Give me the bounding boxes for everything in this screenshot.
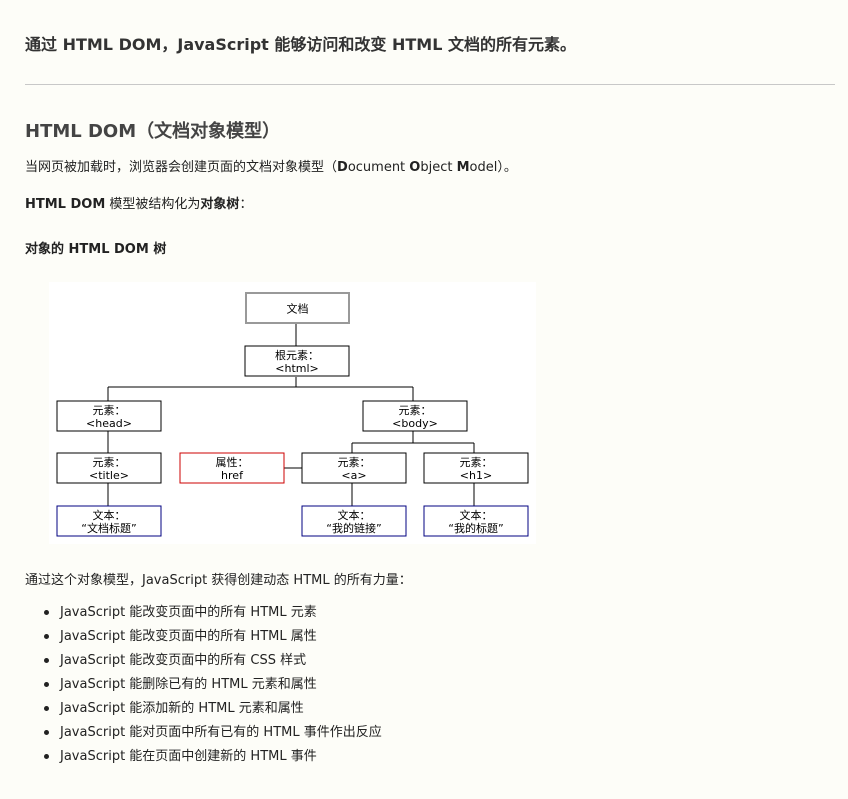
node-h1-line2: <h1> [460,469,492,482]
list-item: JavaScript 能改变页面中的所有 HTML 元素 [25,604,382,628]
node-head-box [56,400,162,432]
node-text-title-box [56,505,162,537]
load-text-before: 当网页被加载时，浏览器会创建页面的文档对象模型（ [25,160,338,175]
intro-text: 通过 HTML DOM，JavaScript 能够访问和改变 HTML 文档的所… [25,35,576,54]
word-bject: bject [420,160,457,175]
node-attribute-line2: href [221,469,244,482]
node-text-heading-line2: “我的标题” [448,521,503,535]
node-text-link-line1: 文本： [338,508,371,522]
node-body-line2: <body> [392,417,438,430]
list-item: JavaScript 能添加新的 HTML 元素和属性 [25,700,382,724]
node-a-line1: 元素： [338,456,371,469]
load-text-after: ）。 [497,160,517,175]
node-h1-box [423,452,529,484]
node-root-box [244,345,350,377]
structure-strong-start: HTML DOM [25,197,106,212]
node-a-line2: <a> [341,469,366,482]
node-body-line1: 元素： [399,404,432,417]
node-text-heading-line1: 文本： [460,508,493,522]
node-text-title-line2: “文档标题” [81,521,136,535]
node-root-line2: <html> [275,362,319,375]
node-text-link-line2: “我的链接” [326,521,381,535]
node-body-box [362,400,468,432]
section-title: HTML DOM（文档对象模型） [25,121,281,142]
node-text-heading: 文本： “我的标题” [423,505,529,537]
node-document: 文档 [245,292,350,324]
structure-colon: ： [239,197,253,212]
list-item: JavaScript 能对页面中所有已有的 HTML 事件作出反应 [25,724,382,748]
capability-list: JavaScript 能改变页面中的所有 HTML 元素 JavaScript … [25,604,382,772]
tree-connectors [107,323,475,506]
node-head: 元素： <head> [56,400,162,432]
list-item: JavaScript 能在页面中创建新的 HTML 事件 [25,748,382,772]
list-item: JavaScript 能改变页面中的所有 HTML 属性 [25,628,382,652]
letter-m: M [456,160,470,175]
node-h1: 元素： <h1> [423,452,529,484]
node-text-title-line1: 文本： [93,508,126,522]
node-title-box [56,452,162,484]
node-h1-line1: 元素： [460,456,493,469]
node-body: 元素： <body> [362,400,468,432]
word-odel: odel [469,160,498,175]
node-head-line2: <head> [86,417,132,430]
node-document-box [245,292,350,324]
node-attribute-box [179,452,285,484]
letter-o: O [409,160,421,175]
tree-heading: 对象的 HTML DOM 树 [25,242,167,257]
node-title-line2: <title> [89,469,129,482]
list-item: JavaScript 能改变页面中的所有 CSS 样式 [25,652,382,676]
node-text-link: 文本： “我的链接” [301,505,407,537]
word-ocument: ocument [347,160,410,175]
node-title: 元素： <title> [56,452,162,484]
node-text-heading-box [423,505,529,537]
list-item: JavaScript 能删除已有的 HTML 元素和属性 [25,676,382,700]
node-attribute-href: 属性： href [179,452,285,484]
node-attribute-line1: 属性： [216,455,249,469]
structure-paragraph: HTML DOM 模型被结构化为对象树： [25,193,252,212]
node-a-box [301,452,407,484]
letter-d: D [337,160,348,175]
node-root: 根元素： <html> [244,345,350,377]
structure-strong-end: 对象树 [200,197,240,212]
dom-tree-diagram: 文档 根元素： <html> 元素： <head> 元素： <body> [49,282,536,544]
node-title-line1: 元素： [93,456,126,469]
node-document-label: 文档 [287,302,309,316]
structure-middle: 模型被结构化为 [105,197,201,212]
node-text-link-box [301,505,407,537]
power-paragraph: 通过这个对象模型，JavaScript 获得创建动态 HTML 的所有力量： [25,573,412,588]
node-text-title: 文本： “文档标题” [56,505,162,537]
node-a: 元素： <a> [301,452,407,484]
divider [25,84,835,85]
node-root-line1: 根元素： [275,348,319,362]
node-head-line1: 元素： [93,404,126,417]
load-paragraph: 当网页被加载时，浏览器会创建页面的文档对象模型（Document Object … [25,156,517,175]
dom-tree-svg: 文档 根元素： <html> 元素： <head> 元素： <body> [56,292,529,537]
